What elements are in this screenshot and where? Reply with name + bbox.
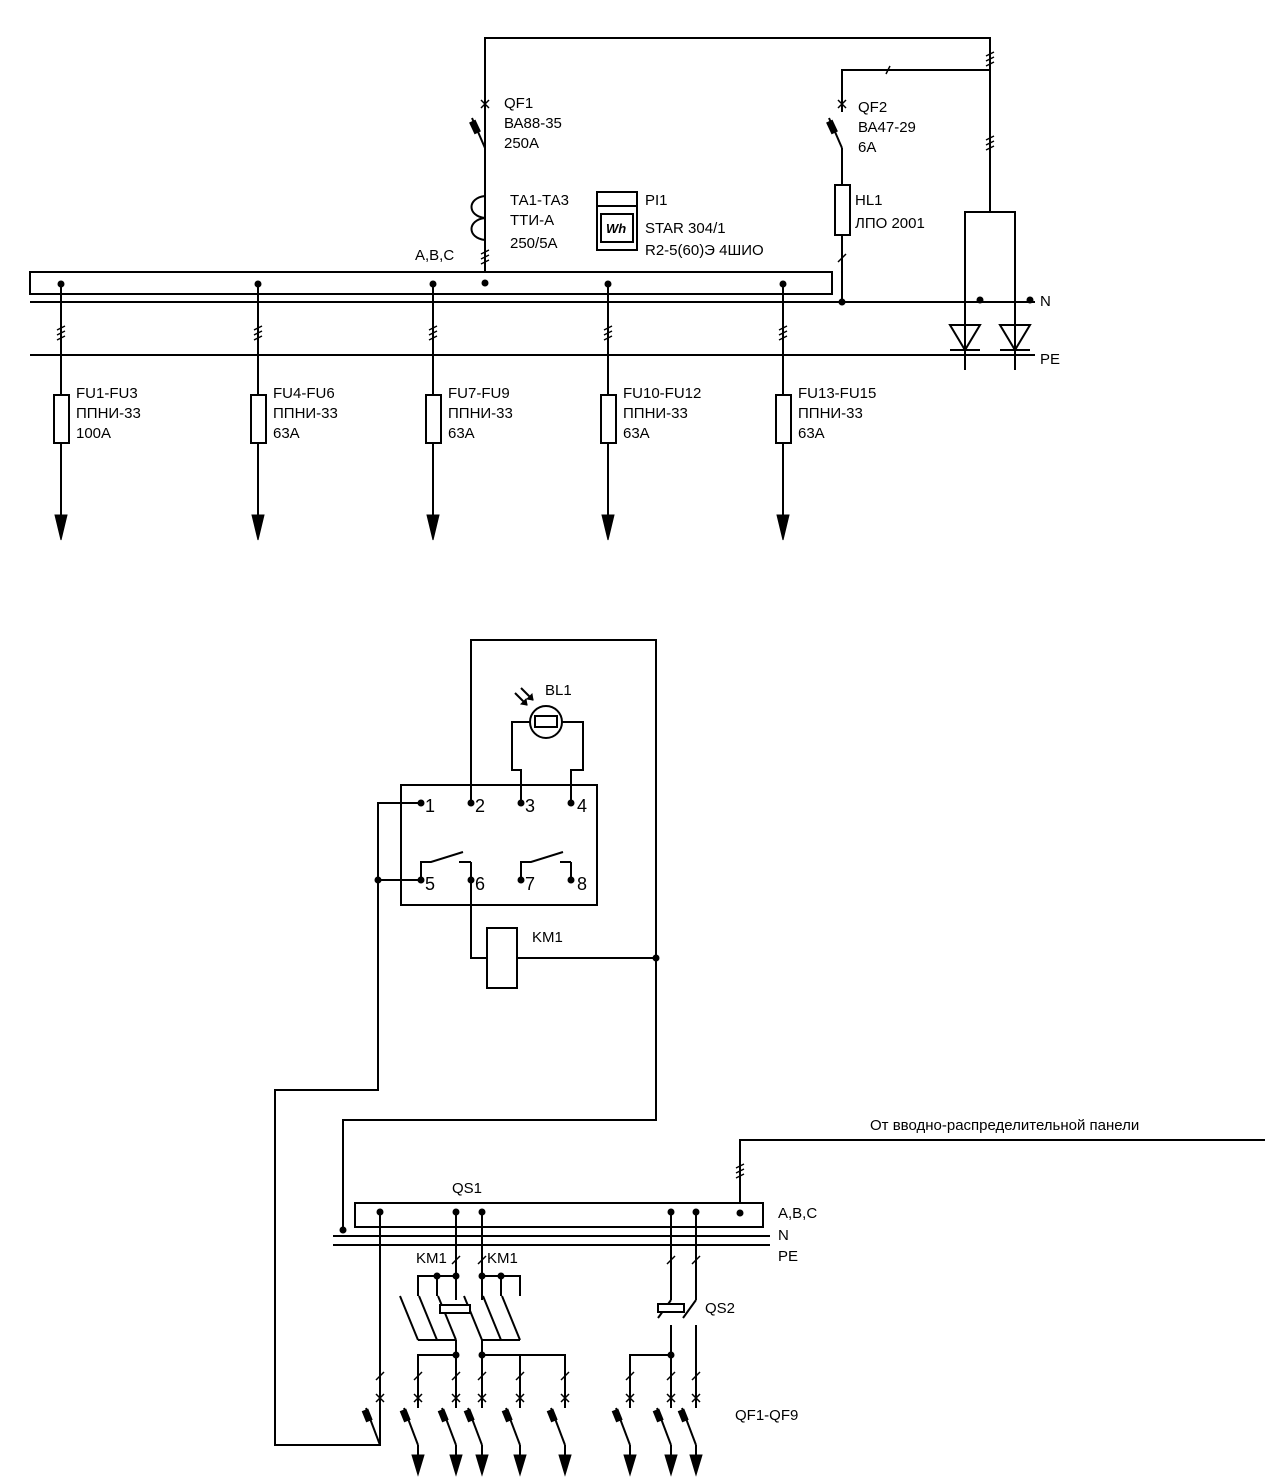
qs1-busbar [354,1202,764,1228]
km1-contact-label-2: KM1 [487,1250,518,1267]
terminal-3: 3 [525,796,535,816]
fuse-5-rating: 63А [798,425,825,442]
km1-contact-label-1: KM1 [416,1250,447,1267]
terminal-2: 2 [475,796,485,816]
coil-wire [470,880,487,959]
relay-neutral-wire [274,802,421,1446]
relay-contact-5-6 [420,851,464,880]
qf2-name: QF2 [858,99,887,116]
hl1-type: ЛПО 2001 [855,215,925,232]
terminal-5: 5 [425,874,435,894]
fuse-1-type: ППНИ-33 [76,405,141,422]
ct-ticks [480,249,490,265]
qf1-breaker [469,99,490,149]
terminal-6: 6 [475,874,485,894]
surge-protection-block [948,211,1034,370]
n-node [838,298,846,306]
feeder-1 [53,280,70,541]
feed-ticks [885,51,995,151]
ct-name: ТА1-ТА3 [510,192,569,209]
upper-feed-wire [484,37,991,282]
qf-breaker-9 [677,1371,703,1477]
fuse-4-type: ППНИ-33 [623,405,688,422]
photo-sensor-bl1 [511,687,584,800]
terminal-7: 7 [525,874,535,894]
upper-diagram: QF1 ВА88-35 250А ТА1-ТА3 ТТИ-А 250/5А Wh… [29,37,1060,541]
meter-name: PI1 [645,192,668,209]
relay-contact-7-8 [520,851,564,880]
qf-breaker-6 [546,1371,572,1477]
km1-out-rail-2 [481,1354,566,1380]
fuse-1-name: FU1-FU3 [76,385,138,402]
terminal-1: 1 [425,796,435,816]
qf-group-label: QF1-QF9 [735,1407,798,1424]
qf1-name: QF1 [504,95,533,112]
qf-breaker-2 [399,1371,425,1477]
meter-spec: R2-5(60)Э 4ШИО [645,242,764,259]
source-feed-wire [739,1139,1265,1213]
photo-relay-box [400,784,598,906]
qf1-type: ВА88-35 [504,115,562,132]
fuse-2-rating: 63А [273,425,300,442]
qf2-breaker [826,99,847,185]
lower-n-label: N [778,1227,789,1244]
wh-icon: Wh [606,221,626,236]
feeder-2 [250,280,267,541]
fuse-4-rating: 63А [623,425,650,442]
fuse-2-name: FU4-FU6 [273,385,335,402]
km1-coil-label: KM1 [532,929,563,946]
qf-breaker-7 [611,1371,637,1477]
qs2-label: QS2 [705,1300,735,1317]
lower-abc-label: A,B,C [778,1205,817,1222]
km1-contactor-contacts [399,1272,521,1355]
qf-breaker-4 [463,1371,489,1477]
km1-coil [486,927,518,989]
relay-supply-wire [342,639,657,1230]
pe-label: PE [1040,351,1060,368]
lower-pe-label: PE [778,1248,798,1265]
qs2-out-rail [629,1354,671,1380]
feeder-5 [775,280,792,541]
feeder-3 [425,280,442,541]
fuse-1-rating: 100А [76,425,111,442]
fuse-3-name: FU7-FU9 [448,385,510,402]
meter-type: STAR 304/1 [645,220,726,237]
fuse-5-type: ППНИ-33 [798,405,863,422]
current-transformer-coil [470,195,486,241]
bl1-label: BL1 [545,682,572,699]
hl1-tick [837,253,847,263]
fuse-4-name: FU10-FU12 [623,385,701,402]
qf-breaker-8 [652,1371,678,1477]
busbar-taps [376,1208,701,1380]
meter-symbol: Wh [596,191,638,251]
qs1-label: QS1 [452,1180,482,1197]
ct-type: ТТИ-А [510,212,554,229]
qf-breaker-row [361,1371,703,1477]
qs2-switch [657,1299,697,1380]
hl1-name: HL1 [855,192,883,209]
fuse-3-type: ППНИ-33 [448,405,513,422]
source-label: От вводно-распределительной панели [870,1117,1139,1134]
terminal-4: 4 [577,796,587,816]
km1-out-rail-1 [417,1354,457,1380]
qf2-feed-wire [841,69,990,100]
qf-breaker-5 [501,1371,527,1477]
terminal-8: 8 [577,874,587,894]
qf1-rating: 250А [504,135,539,152]
lower-diagram: BL1 1 2 3 4 5 6 7 8 KM1 [274,639,1265,1477]
fuse-2-type: ППНИ-33 [273,405,338,422]
qf2-rating: 6А [858,139,876,156]
ct-ratio: 250/5А [510,235,558,252]
qf2-type: ВА47-29 [858,119,916,136]
n-label: N [1040,293,1051,310]
busbar-feed-node [481,279,489,287]
feeder-4 [600,280,617,541]
source-ticks [735,1163,745,1179]
abc-bus-label: A,B,C [415,247,454,264]
fuse-5-name: FU13-FU15 [798,385,876,402]
hl1-lamp [834,184,851,236]
qf-breaker-3 [437,1371,463,1477]
fuse-3-rating: 63А [448,425,475,442]
